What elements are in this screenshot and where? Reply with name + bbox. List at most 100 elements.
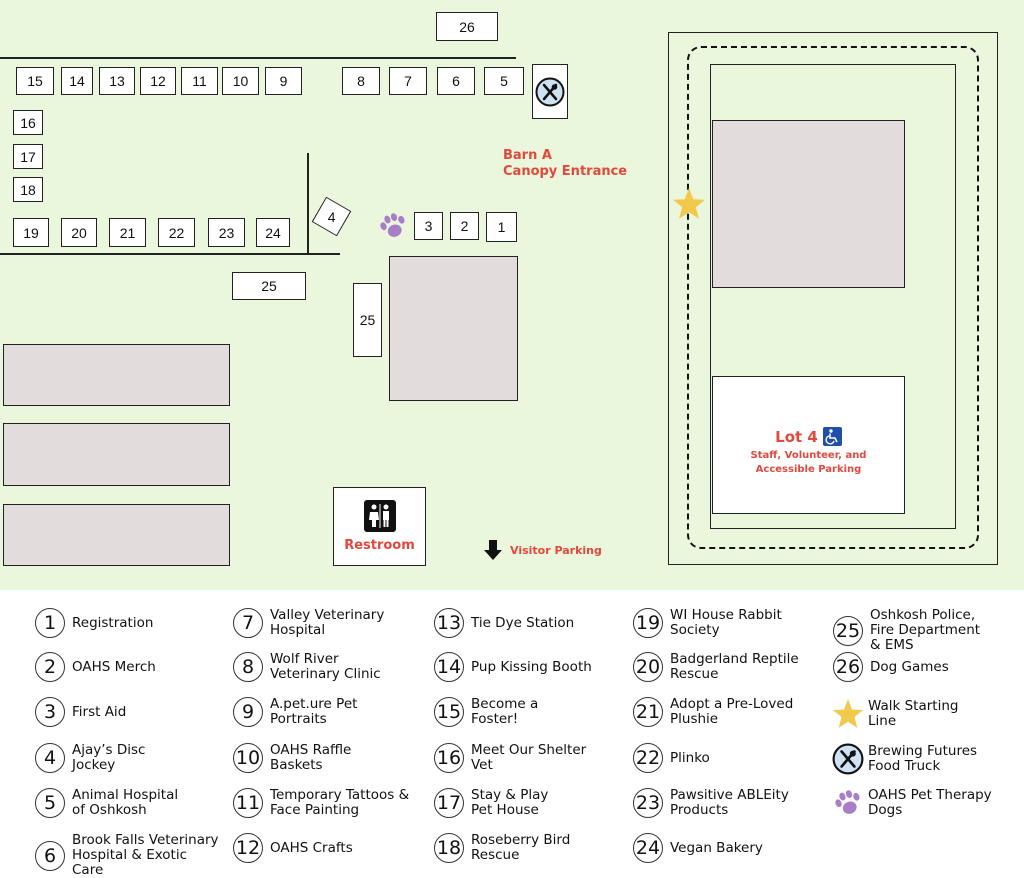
legend-item-paw: OAHS Pet Therapy Dogs <box>831 786 993 820</box>
booth-9[interactable]: 9 <box>265 67 302 95</box>
booth-24[interactable]: 24 <box>256 218 290 247</box>
booth-22[interactable]: 22 <box>158 218 195 247</box>
building-left-3 <box>3 504 230 566</box>
booth-2[interactable]: 2 <box>450 212 479 240</box>
walkway-line-middle <box>0 253 340 255</box>
legend-label: OAHS Merch <box>72 658 156 675</box>
legend-label: Walk Starting Line <box>868 698 959 729</box>
arrow-down-icon <box>484 540 502 560</box>
legend-label: Valley Veterinary Hospital <box>270 607 385 638</box>
legend-label: Registration <box>72 614 154 631</box>
booth-4[interactable]: 4 <box>311 196 352 237</box>
legend-label: OAHS Raffle Baskets <box>270 742 352 773</box>
legend-label: Badgerland Reptile Rescue <box>670 651 799 682</box>
legend-item-food-truck: Brewing Futures Food Truck <box>831 742 993 776</box>
legend-num: 4 <box>35 743 65 773</box>
legend-num: 22 <box>633 743 663 773</box>
legend-num: 8 <box>233 652 263 682</box>
booth-26[interactable]: 26 <box>436 12 498 41</box>
legend-num: 2 <box>35 652 65 682</box>
legend-label: Become a Foster! <box>471 696 539 727</box>
food-truck[interactable] <box>532 64 568 119</box>
booth-16[interactable]: 16 <box>13 110 43 135</box>
booth-19[interactable]: 19 <box>13 218 49 247</box>
food-truck-icon <box>535 77 565 106</box>
visitor-parking[interactable]: Visitor Parking <box>483 540 602 560</box>
building-left-2 <box>3 423 230 486</box>
booth-21[interactable]: 21 <box>109 218 146 247</box>
legend-num: 15 <box>434 697 464 727</box>
legend-num: 5 <box>35 788 65 818</box>
lot-4[interactable]: Lot 4 Staff, Volunteer, and Accessible P… <box>712 376 905 514</box>
legend-label: Temporary Tattoos & Face Painting <box>270 787 410 818</box>
legend-label: Meet Our Shelter Vet <box>471 742 587 773</box>
booth-5[interactable]: 5 <box>484 67 524 95</box>
legend-num: 20 <box>633 652 663 682</box>
booth-17[interactable]: 17 <box>13 144 43 169</box>
legend-label: Wolf River Veterinary Clinic <box>270 651 381 682</box>
booth-25-horizontal[interactable]: 25 <box>232 272 306 300</box>
booth-25-vertical[interactable]: 25 <box>353 283 382 357</box>
star-icon <box>832 698 864 728</box>
legend-num: 18 <box>434 833 464 863</box>
legend-label: Tie Dye Station <box>471 614 575 631</box>
legend-label: A.pet.ure Pet Portraits <box>270 696 358 727</box>
booth-20[interactable]: 20 <box>61 218 97 247</box>
booth-10[interactable]: 10 <box>222 67 259 95</box>
booth-23[interactable]: 23 <box>208 218 245 247</box>
restroom-label: Restroom <box>344 538 415 553</box>
walk-route-loop <box>687 46 979 549</box>
star-icon <box>673 188 705 219</box>
legend-num: 1 <box>35 608 65 638</box>
legend-label: Roseberry Bird Rescue <box>471 832 571 863</box>
barn-a-building <box>389 256 518 401</box>
booth-1[interactable]: 1 <box>486 212 517 242</box>
booth-6[interactable]: 6 <box>437 67 475 95</box>
legend-label: Adopt a Pre-Loved Plushie <box>670 696 794 727</box>
booth-13[interactable]: 13 <box>99 67 135 95</box>
legend-item-star: Walk Starting Line <box>831 697 978 731</box>
legend-label: Vegan Bakery <box>670 839 763 856</box>
legend-num: 25 <box>833 615 863 646</box>
legend-label: OAHS Pet Therapy Dogs <box>868 787 992 818</box>
legend-num: 16 <box>434 743 464 773</box>
booth-3[interactable]: 3 <box>414 212 443 240</box>
booth-18[interactable]: 18 <box>13 177 43 202</box>
booth-7[interactable]: 7 <box>389 67 427 95</box>
building-right <box>712 120 905 288</box>
booth-14[interactable]: 14 <box>61 67 93 95</box>
legend-num: 3 <box>35 697 65 727</box>
legend-num: 21 <box>633 697 663 727</box>
paw-icon <box>380 213 405 237</box>
legend-num: 10 <box>233 743 263 773</box>
legend-label: WI House Rabbit Society <box>670 607 782 638</box>
booth-8[interactable]: 8 <box>342 67 380 95</box>
lot-4-label: Lot 4 <box>775 427 818 446</box>
booth-12[interactable]: 12 <box>140 67 176 95</box>
restroom[interactable]: Restroom <box>333 487 426 566</box>
booth-4-label: 4 <box>327 208 336 225</box>
legend-label: OAHS Crafts <box>270 839 353 856</box>
event-map: 26 15 14 13 12 11 10 9 8 7 6 5 16 17 18 … <box>0 0 1024 590</box>
booth-11[interactable]: 11 <box>181 67 218 95</box>
booth-15[interactable]: 15 <box>16 67 54 95</box>
parking-lot-inner <box>710 64 956 529</box>
legend-label: Oshkosh Police, Fire Department & EMS <box>870 607 981 653</box>
legend-label: Pawsitive ABLEity Products <box>670 787 789 818</box>
legend-num: 11 <box>233 788 263 818</box>
